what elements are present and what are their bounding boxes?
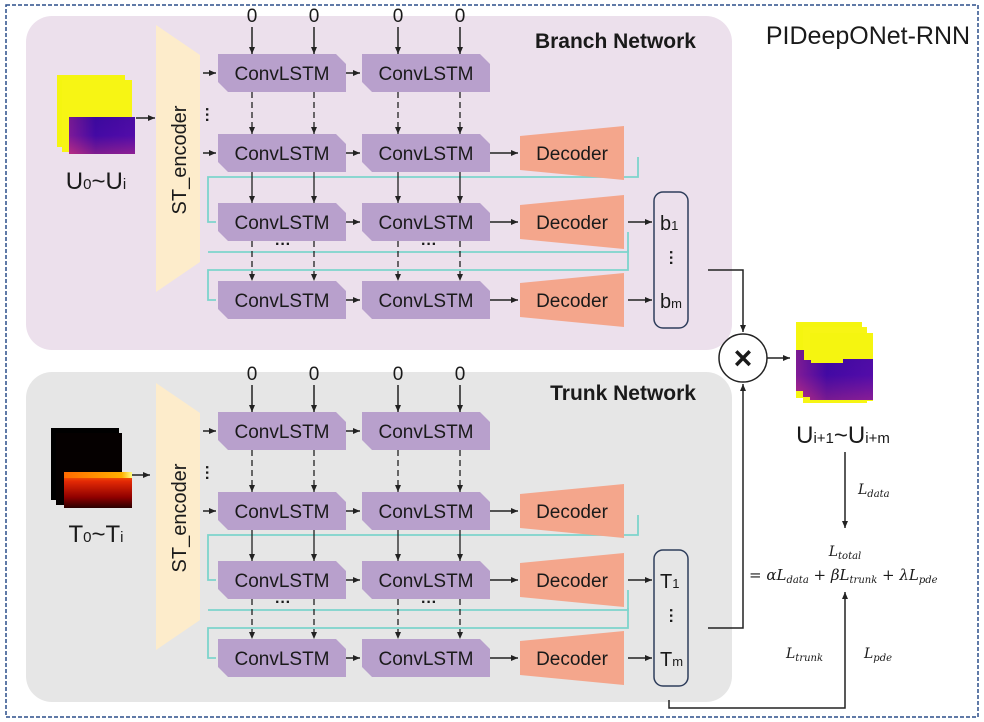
branch-skip-connection (207, 250, 629, 301)
branch-zero-input-label: 0 (247, 6, 258, 27)
trunk-convlstm-label: ConvLSTM (378, 502, 473, 523)
trunk-convlstm-label: ConvLSTM (234, 649, 329, 670)
branch-decoder (520, 195, 624, 249)
branch-zero-input-label: 0 (393, 6, 404, 27)
trunk-output-ellipsis: ··· (662, 608, 679, 624)
branch-convlstm-label: ConvLSTM (378, 291, 473, 312)
branch-convlstm-label: ConvLSTM (234, 144, 329, 165)
branch-convlstm-label: ConvLSTM (378, 144, 473, 165)
trunk-skip-connection (208, 590, 629, 611)
trunk-loss-label: Ltrunk (785, 646, 823, 664)
trunk-pde-loss-line (668, 592, 848, 709)
branch-decoder-label: Decoder (536, 291, 608, 312)
branch-convlstm-cell (362, 203, 490, 241)
trunk-convlstm-label: ConvLSTM (378, 422, 473, 443)
trunk-convlstm-cell (218, 492, 346, 530)
trunk-st-encoder-label: ST_encoder (169, 463, 191, 572)
trunk-convlstm-cell (362, 561, 490, 599)
branch-encoder-ellipsis: ··· (198, 107, 215, 123)
branch-zero-input-label: 0 (455, 6, 466, 27)
trunk-zero-input-label: 0 (393, 364, 404, 385)
branch-convlstm-label: ConvLSTM (234, 213, 329, 234)
multiply-icon: × (734, 340, 753, 376)
trunk-encoder-ellipsis: ··· (198, 465, 215, 481)
branch-st-encoder (156, 25, 200, 292)
branch-network-title: Branch Network (535, 30, 696, 53)
trunk-output-vector (653, 549, 689, 687)
trunk-zero-input-label: 0 (455, 364, 466, 385)
branch-zero-input-label: 0 (309, 6, 320, 27)
output-label: Ui+1~Ui+m (796, 422, 890, 449)
trunk-zero-input-label: 0 (247, 364, 258, 385)
branch-convlstm-label: ConvLSTM (234, 64, 329, 85)
trunk-zero-input-label: 0 (309, 364, 320, 385)
trunk-convlstm-cell (362, 492, 490, 530)
branch-to-product-line (708, 269, 746, 332)
trunk-output-coefficient: Tm (660, 649, 683, 671)
total-loss-equation: = αLdata + βLtrunk + λLpde (749, 566, 938, 586)
trunk-decoder-label: Decoder (536, 502, 608, 523)
trunk-input-fields (51, 428, 132, 508)
branch-convlstm-cell (362, 134, 490, 172)
trunk-convlstm-label: ConvLSTM (378, 571, 473, 592)
branch-decoder-label: Decoder (536, 144, 608, 165)
branch-convlstm-cell (218, 134, 346, 172)
branch-skip-connection (208, 232, 629, 253)
trunk-decoder (520, 484, 624, 538)
branch-convlstm-cell (362, 281, 490, 319)
trunk-decoder (520, 553, 624, 607)
trunk-network-title: Trunk Network (550, 382, 696, 405)
branch-output-ellipsis: ··· (662, 250, 679, 266)
branch-convlstm-label: ConvLSTM (378, 64, 473, 85)
trunk-input-label: T0~Ti (68, 521, 123, 548)
branch-output-coefficient: b1 (660, 213, 678, 235)
branch-st-encoder-label: ST_encoder (169, 105, 191, 214)
branch-convlstm-cell (218, 54, 346, 92)
total-loss-label: Ltotal (828, 544, 862, 562)
trunk-convlstm-cell (218, 412, 346, 450)
branch-output-coefficient: bm (660, 291, 682, 313)
trunk-network-panel (26, 372, 732, 702)
trunk-st-encoder (156, 383, 200, 650)
branch-network: ST_encoder···0000············ConvLSTMCon… (156, 6, 689, 329)
trunk-convlstm-cell (218, 561, 346, 599)
trunk-output-coefficient: T1 (660, 571, 679, 593)
branch-skip-connection (207, 157, 639, 223)
trunk-skip-connection (207, 608, 629, 659)
branch-convlstm-label: ConvLSTM (378, 213, 473, 234)
trunk-to-product-line (708, 384, 746, 629)
trunk-convlstm-label: ConvLSTM (234, 571, 329, 592)
branch-decoder-label: Decoder (536, 213, 608, 234)
trunk-convlstm-cell (218, 639, 346, 677)
pde-loss-label: Lpde (863, 646, 892, 664)
trunk-convlstm-label: ConvLSTM (234, 422, 329, 443)
trunk-decoder-label: Decoder (536, 571, 608, 592)
diagram-title: PIDeepONet-RNN (766, 22, 970, 50)
trunk-decoder-label: Decoder (536, 649, 608, 670)
trunk-network: ST_encoder···0000············ConvLSTMCon… (156, 364, 689, 687)
trunk-decoder (520, 631, 624, 685)
trunk-skip-connection (207, 515, 639, 581)
output-fields (796, 322, 873, 403)
trunk-convlstm-cell (362, 412, 490, 450)
branch-decoder (520, 126, 624, 180)
trunk-convlstm-cell (362, 639, 490, 677)
branch-convlstm-cell (218, 281, 346, 319)
trunk-convlstm-label: ConvLSTM (378, 649, 473, 670)
branch-output-vector (653, 191, 689, 329)
branch-decoder (520, 273, 624, 327)
branch-convlstm-cell (362, 54, 490, 92)
branch-input-label: U0~Ui (66, 168, 126, 195)
branch-input-fields (57, 75, 135, 154)
outer-border (5, 4, 979, 718)
branch-convlstm-label: ConvLSTM (234, 291, 329, 312)
branch-network-panel (26, 16, 732, 350)
trunk-convlstm-label: ConvLSTM (234, 502, 329, 523)
branch-convlstm-cell (218, 203, 346, 241)
data-loss-label: Ldata (857, 482, 890, 500)
